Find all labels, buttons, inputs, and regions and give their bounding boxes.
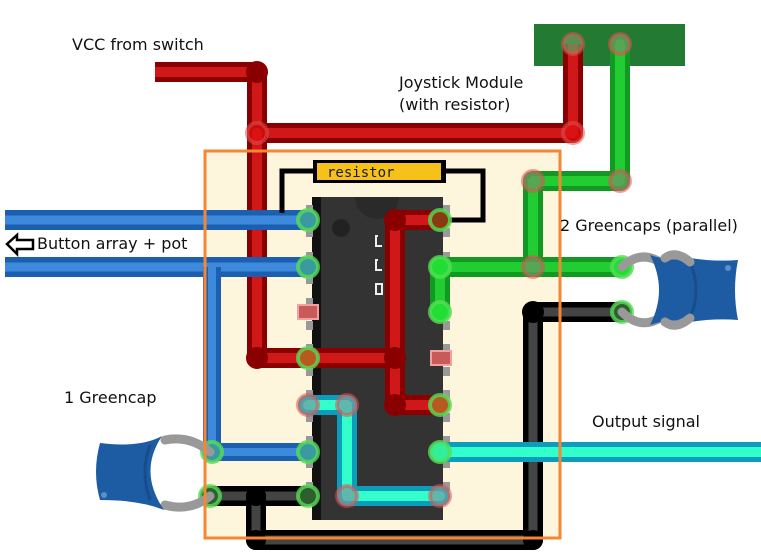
greencaps-parallel: [617, 250, 738, 330]
button-array-label: Button array + pot: [37, 234, 188, 253]
greencap-single: [96, 434, 215, 512]
unused-pin-marker: [297, 304, 319, 320]
resistor-label: resistor: [327, 165, 394, 181]
joystick-label: Joystick Module: [399, 73, 524, 92]
connection-nodes: [198, 32, 634, 508]
greencaps-parallel-label: 2 Greencaps (parallel): [560, 216, 738, 235]
output-signal-label: Output signal: [592, 412, 700, 431]
joystick-sublabel: (with resistor): [399, 95, 511, 114]
vcc-label: VCC from switch: [72, 35, 204, 54]
ic-markings: [375, 235, 383, 295]
one-greencap-label: 1 Greencap: [64, 388, 157, 407]
left-arrow-outline-icon: [5, 232, 35, 258]
button-array-wires: [5, 210, 308, 461]
vcc-chip-wires: [246, 61, 450, 416]
board-outline: [203, 149, 562, 540]
ground-wires: [200, 301, 632, 550]
unused-pin-marker: [430, 350, 452, 366]
output-wires: [298, 395, 761, 506]
resistor: resistor: [279, 160, 486, 223]
